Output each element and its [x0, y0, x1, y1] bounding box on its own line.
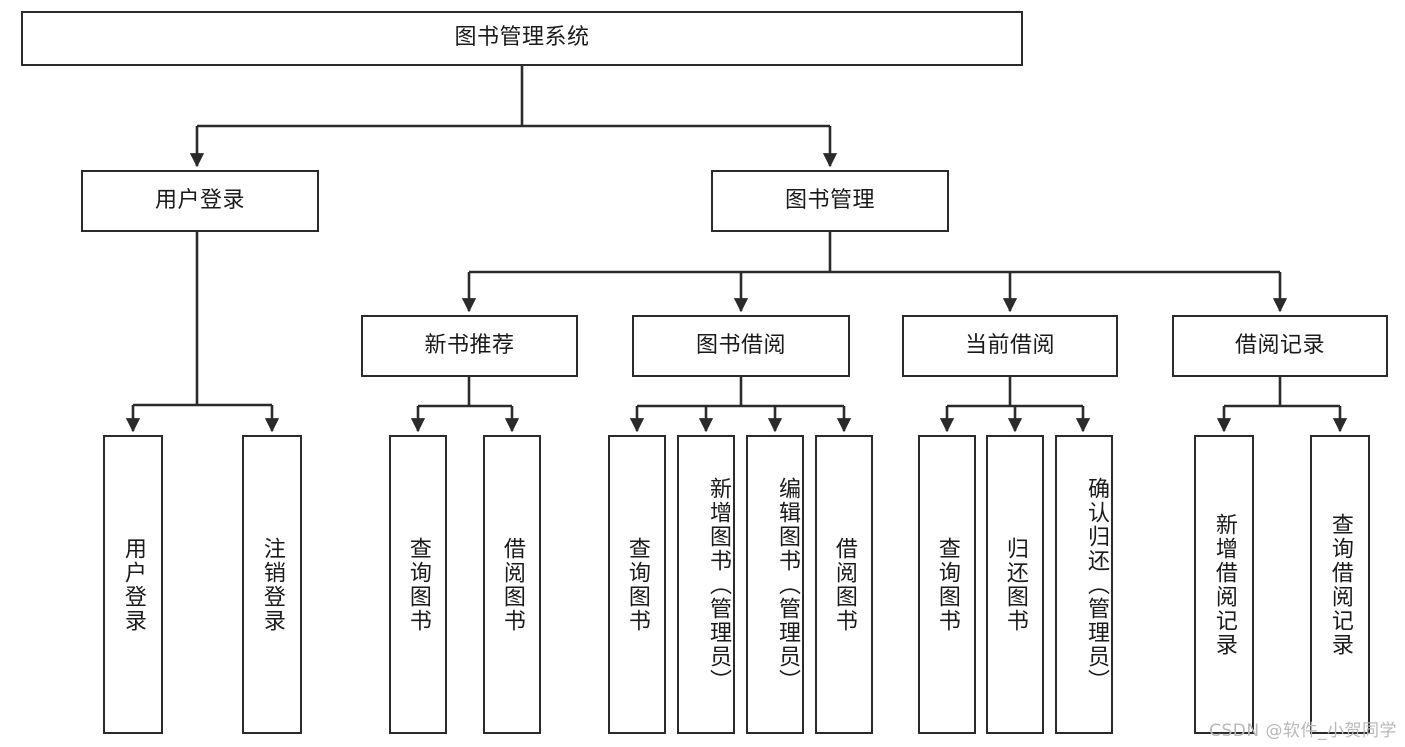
leaf-label: 归还图书 [1002, 536, 1028, 633]
leaf-borrow-record-1[interactable]: 新增借阅记录 [1194, 435, 1254, 734]
node-user-login[interactable]: 用户登录 [81, 170, 319, 232]
node-new-book-recommend[interactable]: 新书推荐 [361, 315, 578, 377]
watermark: CSDN @软件_小贺同学 [1209, 721, 1397, 741]
leaf-label: 查询图书 [624, 536, 650, 633]
leaf-label: 借阅图书 [499, 536, 525, 633]
leaf-label: 查询借阅记录 [1327, 512, 1353, 657]
leaf-label: 编辑图书（管理员） [775, 476, 800, 693]
leaf-current-borrow-1[interactable]: 查询图书 [918, 435, 976, 734]
leaf-label: 用户登录 [120, 536, 146, 633]
leaf-label: 借阅图书 [831, 536, 857, 633]
leaf-label: 新增借阅记录 [1211, 512, 1237, 657]
node-root-label: 图书管理系统 [454, 25, 590, 51]
node-new-book-recommend-label: 新书推荐 [424, 332, 515, 358]
node-user-login-label: 用户登录 [154, 187, 245, 213]
node-current-borrow[interactable]: 当前借阅 [902, 315, 1118, 377]
leaf-user-login-2[interactable]: 注销登录 [242, 435, 302, 734]
node-book-management-label: 图书管理 [784, 187, 875, 213]
node-current-borrow-label: 当前借阅 [964, 332, 1055, 358]
leaf-current-borrow-2[interactable]: 归还图书 [986, 435, 1044, 734]
leaf-book-borrow-2[interactable]: 新增图书（管理员） [677, 435, 735, 734]
leaf-label: 确认归还（管理员） [1084, 476, 1109, 693]
node-book-borrow[interactable]: 图书借阅 [632, 315, 850, 377]
leaf-new-book-1[interactable]: 查询图书 [389, 435, 447, 734]
node-book-management[interactable]: 图书管理 [711, 170, 949, 232]
leaf-book-borrow-4[interactable]: 借阅图书 [815, 435, 873, 734]
leaf-current-borrow-3[interactable]: 确认归还（管理员） [1055, 435, 1113, 734]
leaf-label: 查询图书 [934, 536, 960, 633]
leaf-book-borrow-3[interactable]: 编辑图书（管理员） [746, 435, 804, 734]
leaf-new-book-2[interactable]: 借阅图书 [483, 435, 541, 734]
node-root[interactable]: 图书管理系统 [21, 11, 1023, 66]
node-borrow-record-label: 借阅记录 [1234, 332, 1325, 358]
leaf-label: 新增图书（管理员） [706, 476, 731, 693]
node-book-borrow-label: 图书借阅 [695, 332, 786, 358]
leaf-label: 查询图书 [405, 536, 431, 633]
leaf-book-borrow-1[interactable]: 查询图书 [608, 435, 666, 734]
leaf-label: 注销登录 [259, 536, 285, 633]
node-borrow-record[interactable]: 借阅记录 [1172, 315, 1388, 377]
leaf-borrow-record-2[interactable]: 查询借阅记录 [1310, 435, 1370, 734]
leaf-user-login-1[interactable]: 用户登录 [103, 435, 163, 734]
